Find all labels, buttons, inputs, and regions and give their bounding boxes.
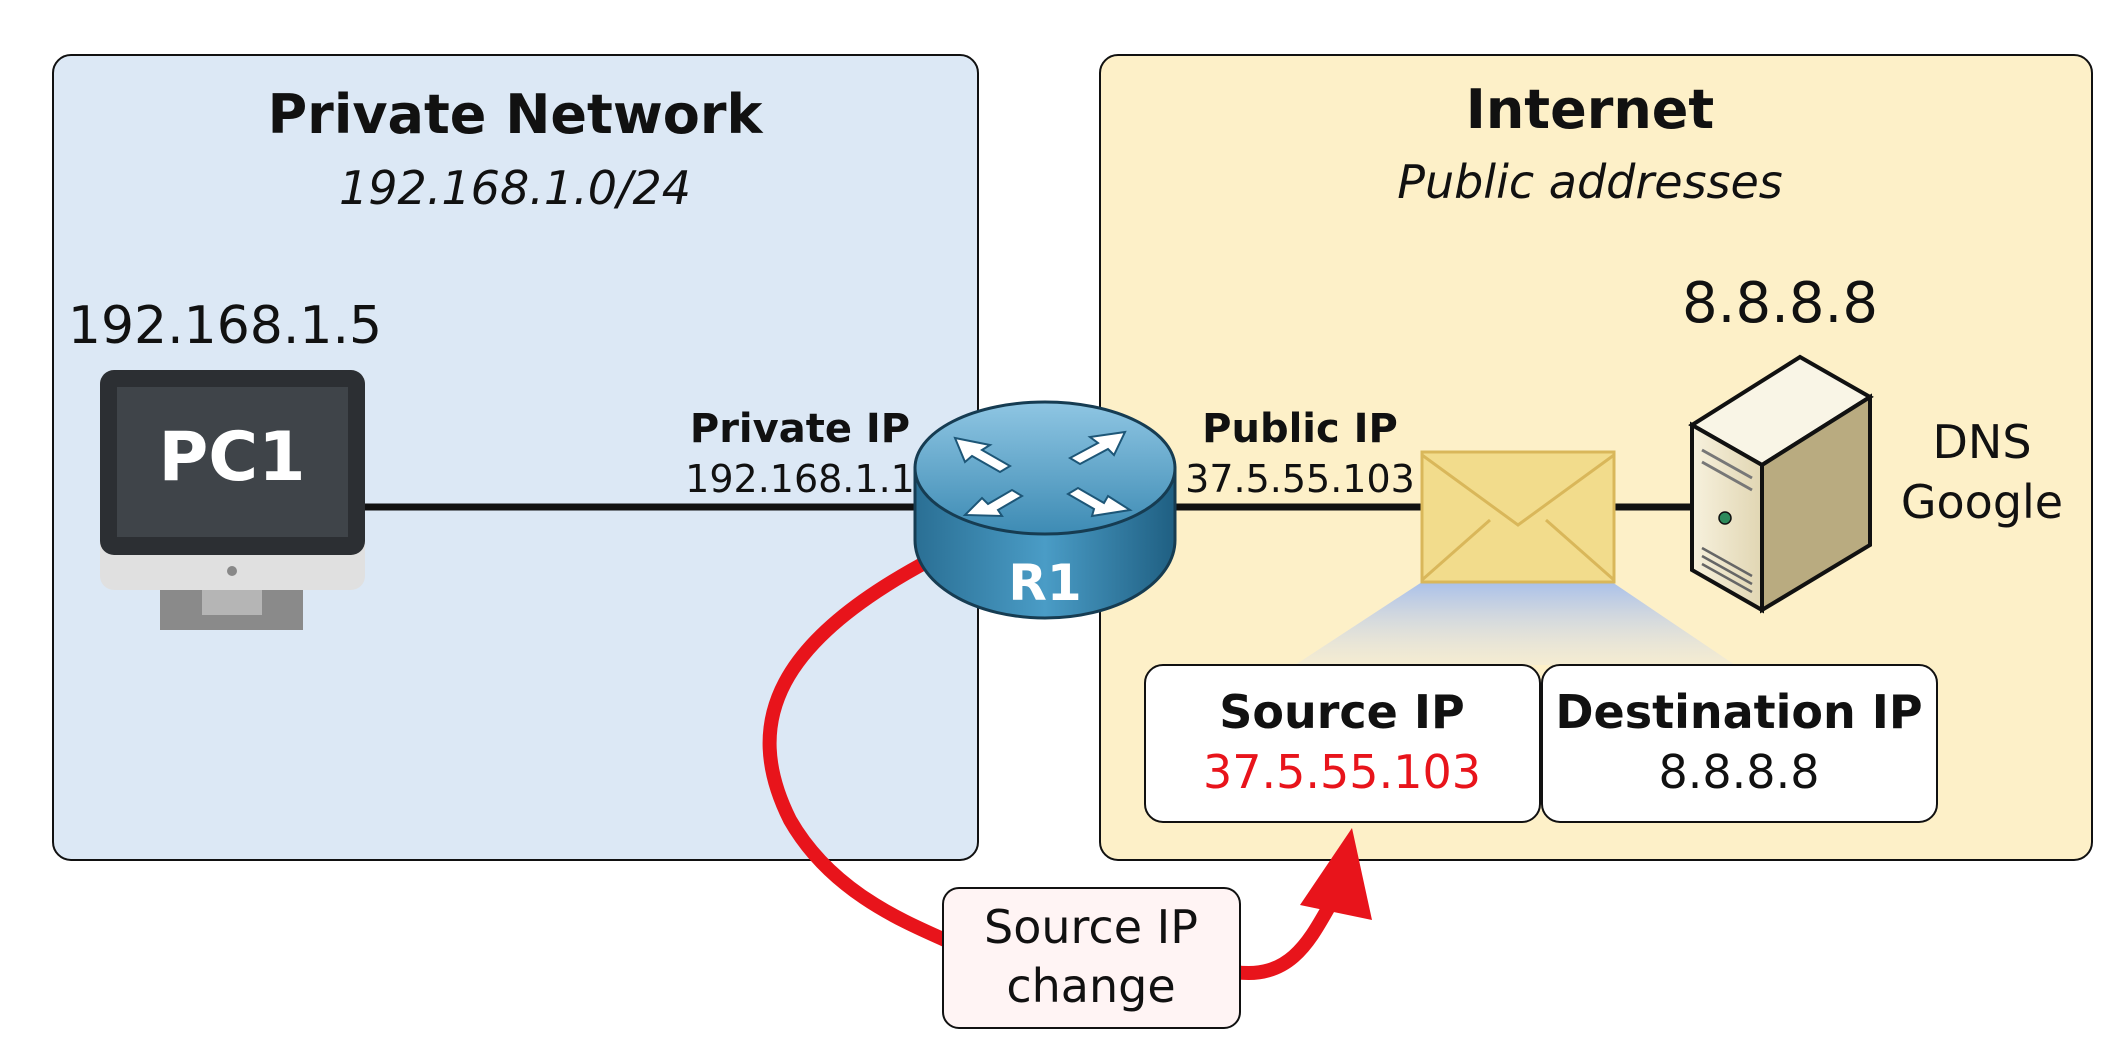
private-network-subnet: 192.168.1.0/24	[339, 161, 691, 215]
destination-ip-label: Destination IP	[1555, 685, 1922, 739]
server-name-line1: DNS	[1932, 415, 2031, 469]
envelope-icon	[1420, 450, 1616, 584]
source-ip-box	[1144, 664, 1541, 823]
private-network-title: Private Network	[268, 83, 764, 146]
dns-server-icon	[1688, 354, 1874, 614]
destination-ip-value: 8.8.8.8	[1659, 745, 1820, 799]
router-private-if-ip: 192.168.1.1	[685, 457, 915, 501]
packet-detail-projection	[1295, 582, 1735, 665]
router-public-if-ip: 37.5.55.103	[1185, 457, 1415, 501]
router-label: R1	[1008, 554, 1081, 612]
nat-change-arrow	[762, 553, 1372, 981]
pc1-computer-icon	[100, 370, 365, 630]
router-private-if-label: Private IP	[690, 406, 910, 452]
source-ip-label: Source IP	[1219, 685, 1464, 739]
nat-note-line1: Source IP	[984, 900, 1198, 954]
internet-title: Internet	[1466, 78, 1714, 141]
server-ip: 8.8.8.8	[1682, 271, 1878, 336]
source-ip-value: 37.5.55.103	[1203, 745, 1481, 799]
router-icon	[913, 400, 1177, 620]
router-public-if-label: Public IP	[1202, 406, 1398, 452]
nat-note-box	[942, 887, 1241, 1029]
pc1-label: PC1	[158, 418, 305, 497]
internet-subtitle: Public addresses	[1397, 155, 1783, 209]
nat-note-line2: change	[1006, 959, 1175, 1013]
destination-ip-box	[1541, 664, 1938, 823]
server-name-line2: Google	[1901, 475, 2063, 529]
pc1-ip: 192.168.1.5	[68, 296, 382, 356]
